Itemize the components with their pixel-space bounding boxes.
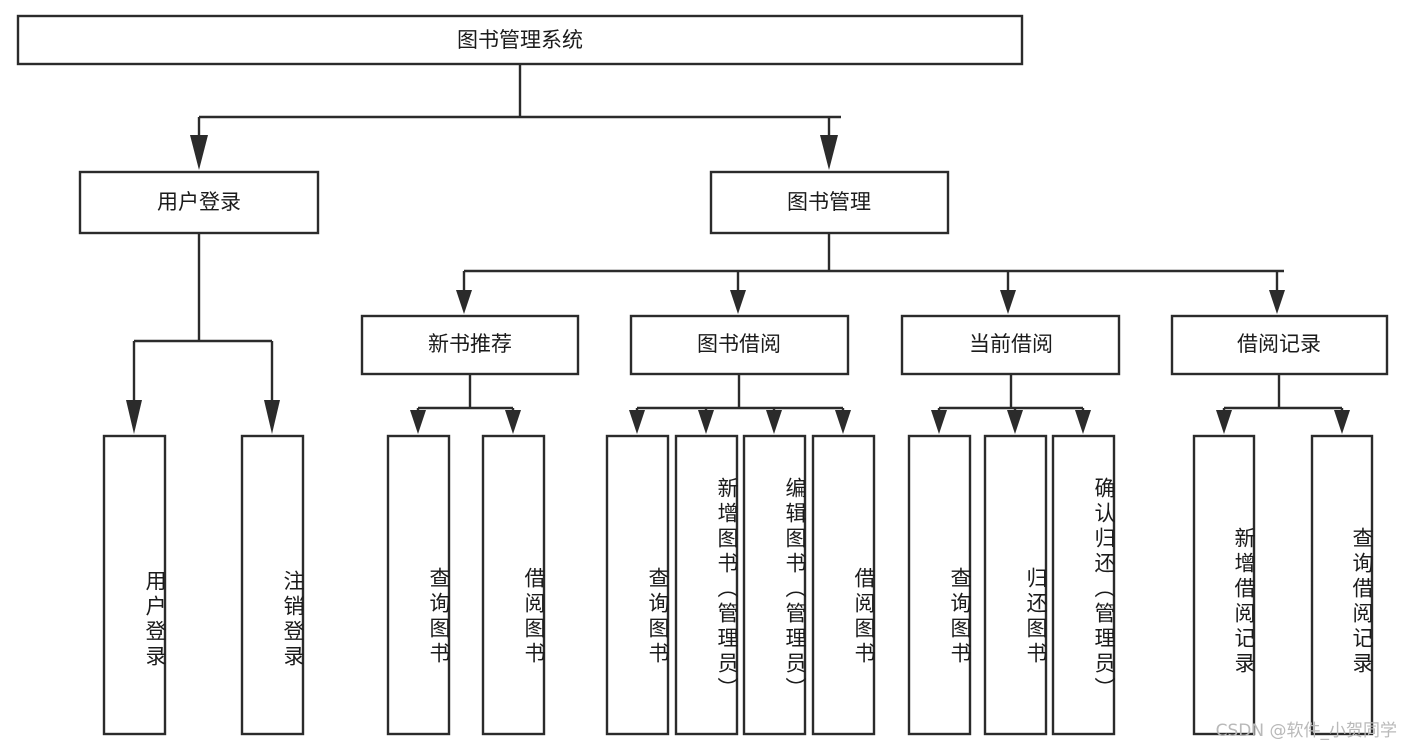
connector-group-borrow-record bbox=[1216, 374, 1350, 434]
arrowhead-to-book-management bbox=[820, 135, 838, 170]
node-current-borrow[interactable]: 当前借阅 bbox=[900, 314, 1121, 376]
arrowhead-leaf-add-record bbox=[1216, 410, 1232, 434]
node-book-borrow[interactable]: 图书借阅 bbox=[629, 314, 850, 376]
arrowhead-leaf-return-book bbox=[1007, 410, 1023, 434]
node-leaf-edit-book-box[interactable] bbox=[742, 434, 807, 736]
arrowhead-leaf-edit-book bbox=[766, 410, 782, 434]
connector-group-root bbox=[190, 64, 841, 170]
node-leaf-logout-box[interactable] bbox=[240, 434, 305, 736]
connector-group-book-management bbox=[456, 233, 1285, 314]
node-book-management-box[interactable] bbox=[709, 170, 950, 235]
node-leaf-query-book-2-box[interactable] bbox=[605, 434, 670, 736]
node-book-management-label: 图书管理 bbox=[787, 190, 871, 214]
node-new-book-recommend-box[interactable] bbox=[360, 314, 580, 376]
node-book-borrow-label: 图书借阅 bbox=[697, 332, 781, 356]
node-current-borrow-box[interactable] bbox=[900, 314, 1121, 376]
arrowhead-to-borrow-record bbox=[1269, 290, 1285, 314]
node-leaf-add-record-box[interactable] bbox=[1192, 434, 1256, 736]
node-leaf-query-book-3-box[interactable] bbox=[907, 434, 972, 736]
node-user-login-box[interactable] bbox=[78, 170, 320, 235]
arrowhead-leaf-user-login bbox=[126, 400, 142, 434]
csdn-watermark: CSDN @软件_小贺同学 bbox=[1215, 721, 1397, 741]
arrowhead-leaf-borrow-book-2 bbox=[835, 410, 851, 434]
connector-group-book-borrow bbox=[629, 374, 851, 434]
node-borrow-record[interactable]: 借阅记录 bbox=[1170, 314, 1389, 376]
arrowhead-leaf-query-book-1 bbox=[410, 410, 426, 434]
arrowhead-to-book-borrow bbox=[730, 290, 746, 314]
connector-group-current-borrow bbox=[931, 374, 1091, 434]
node-leaf-user-login-box[interactable] bbox=[102, 434, 167, 736]
node-leaf-query-record-box[interactable] bbox=[1310, 434, 1374, 736]
arrowhead-to-user-login bbox=[190, 135, 208, 170]
node-borrow-record-box[interactable] bbox=[1170, 314, 1389, 376]
node-current-borrow-label: 当前借阅 bbox=[969, 332, 1053, 356]
node-leaf-borrow-book-2-box[interactable] bbox=[811, 434, 876, 736]
arrowhead-to-new-book-recommend bbox=[456, 290, 472, 314]
node-leaf-confirm-return-box[interactable] bbox=[1051, 434, 1116, 736]
node-user-login[interactable]: 用户登录 bbox=[78, 170, 320, 235]
node-leaf-borrow-book-1-box[interactable] bbox=[481, 434, 546, 736]
node-book-management[interactable]: 图书管理 bbox=[709, 170, 950, 235]
node-root-label: 图书管理系统 bbox=[457, 28, 583, 52]
node-borrow-record-label: 借阅记录 bbox=[1237, 332, 1321, 356]
arrowhead-leaf-query-book-2 bbox=[629, 410, 645, 434]
arrowhead-leaf-add-book bbox=[698, 410, 714, 434]
connector-group-new-book-recommend bbox=[410, 374, 521, 434]
node-leaf-return-book-box[interactable] bbox=[983, 434, 1048, 736]
node-book-borrow-box[interactable] bbox=[629, 314, 850, 376]
node-new-book-recommend[interactable]: 新书推荐 bbox=[360, 314, 580, 376]
arrowhead-leaf-borrow-book-1 bbox=[505, 410, 521, 434]
node-user-login-label: 用户登录 bbox=[157, 190, 241, 214]
arrowhead-leaf-query-record bbox=[1334, 410, 1350, 434]
arrowhead-leaf-logout bbox=[264, 400, 280, 434]
arrowhead-leaf-query-book-3 bbox=[931, 410, 947, 434]
node-root[interactable]: 图书管理系统 bbox=[16, 14, 1024, 66]
node-new-book-recommend-label: 新书推荐 bbox=[428, 332, 512, 356]
node-leaf-query-book-1-box[interactable] bbox=[386, 434, 451, 736]
arrowhead-to-current-borrow bbox=[1000, 290, 1016, 314]
connector-group-user-login bbox=[126, 233, 280, 434]
node-leaf-add-book-box[interactable] bbox=[674, 434, 739, 736]
node-root-box[interactable] bbox=[16, 14, 1024, 66]
arrowhead-leaf-confirm-return bbox=[1075, 410, 1091, 434]
